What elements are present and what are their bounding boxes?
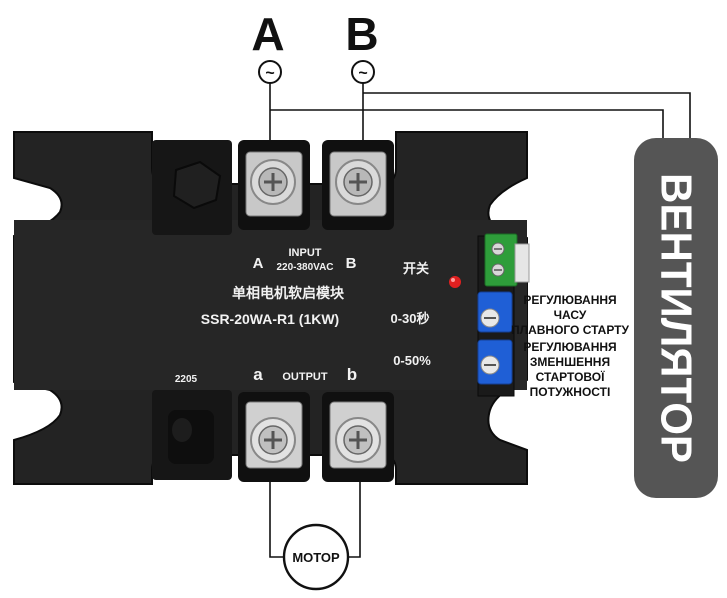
input-terminal-b bbox=[322, 140, 394, 230]
batch-code: 2205 bbox=[175, 374, 198, 385]
power-trimmer-icon bbox=[477, 339, 513, 385]
svg-text:~: ~ bbox=[265, 65, 274, 82]
svg-text:ЗМЕНШЕННЯ: ЗМЕНШЕННЯ bbox=[530, 355, 610, 369]
output-terminal-b bbox=[322, 392, 394, 482]
time-trimmer-icon bbox=[477, 291, 513, 333]
svg-text:СТАРТОВОЇ: СТАРТОВОЇ bbox=[536, 369, 606, 384]
input-label-a: A bbox=[253, 255, 264, 272]
module-chinese-name: 单相电机软启模块 bbox=[232, 285, 345, 301]
switch-terminal-screw-2-icon bbox=[491, 263, 505, 277]
power-range: 0-50% bbox=[393, 353, 431, 368]
input-terminal-a bbox=[238, 140, 310, 230]
supply-wires bbox=[269, 83, 691, 150]
phase-label-a: A bbox=[251, 8, 284, 60]
soft-start-module bbox=[13, 131, 528, 485]
input-title: INPUT bbox=[289, 247, 322, 259]
switch-label: 开关 bbox=[403, 261, 429, 276]
motor-label: МОТОР bbox=[292, 550, 340, 565]
input-label-b: B bbox=[346, 255, 357, 272]
module-model: SSR-20WA-R1 (1KW) bbox=[201, 311, 339, 327]
svg-text:РЕГУЛЮВАННЯ: РЕГУЛЮВАННЯ bbox=[523, 293, 616, 307]
start-power-annotation: РЕГУЛЮВАННЯ ЗМЕНШЕННЯ СТАРТОВОЇ ПОТУЖНОС… bbox=[523, 340, 616, 399]
phase-label-b: B bbox=[345, 8, 378, 60]
input-voltage: 220-380VAC bbox=[276, 262, 333, 273]
motor: МОТОР bbox=[282, 523, 350, 591]
fan-label: ВЕНТИЛЯТОР bbox=[652, 173, 701, 463]
svg-text:ПОТУЖНОСТІ: ПОТУЖНОСТІ bbox=[530, 385, 611, 399]
svg-text:ЧАСУ: ЧАСУ bbox=[554, 308, 587, 322]
fan-box: ВЕНТИЛЯТОР bbox=[634, 138, 718, 498]
switch-terminal-screw-1-icon bbox=[491, 242, 505, 256]
output-title: OUTPUT bbox=[282, 371, 328, 383]
time-range: 0-30秒 bbox=[390, 311, 429, 326]
motor-wires bbox=[269, 480, 361, 558]
output-label-b: b bbox=[347, 365, 357, 384]
soft-start-time-annotation: РЕГУЛЮВАННЯ ЧАСУ ПЛАВНОГО СТАРТУ bbox=[511, 293, 629, 337]
svg-text:~: ~ bbox=[358, 65, 367, 82]
status-led-icon bbox=[449, 276, 461, 288]
ac-symbol-a-icon: ~ bbox=[258, 60, 282, 84]
svg-text:РЕГУЛЮВАННЯ: РЕГУЛЮВАННЯ bbox=[523, 340, 616, 354]
ac-symbol-b-icon: ~ bbox=[351, 60, 375, 84]
output-terminal-a bbox=[238, 392, 310, 482]
output-label-a: a bbox=[253, 365, 263, 384]
svg-text:ПЛАВНОГО СТАРТУ: ПЛАВНОГО СТАРТУ bbox=[511, 323, 629, 337]
